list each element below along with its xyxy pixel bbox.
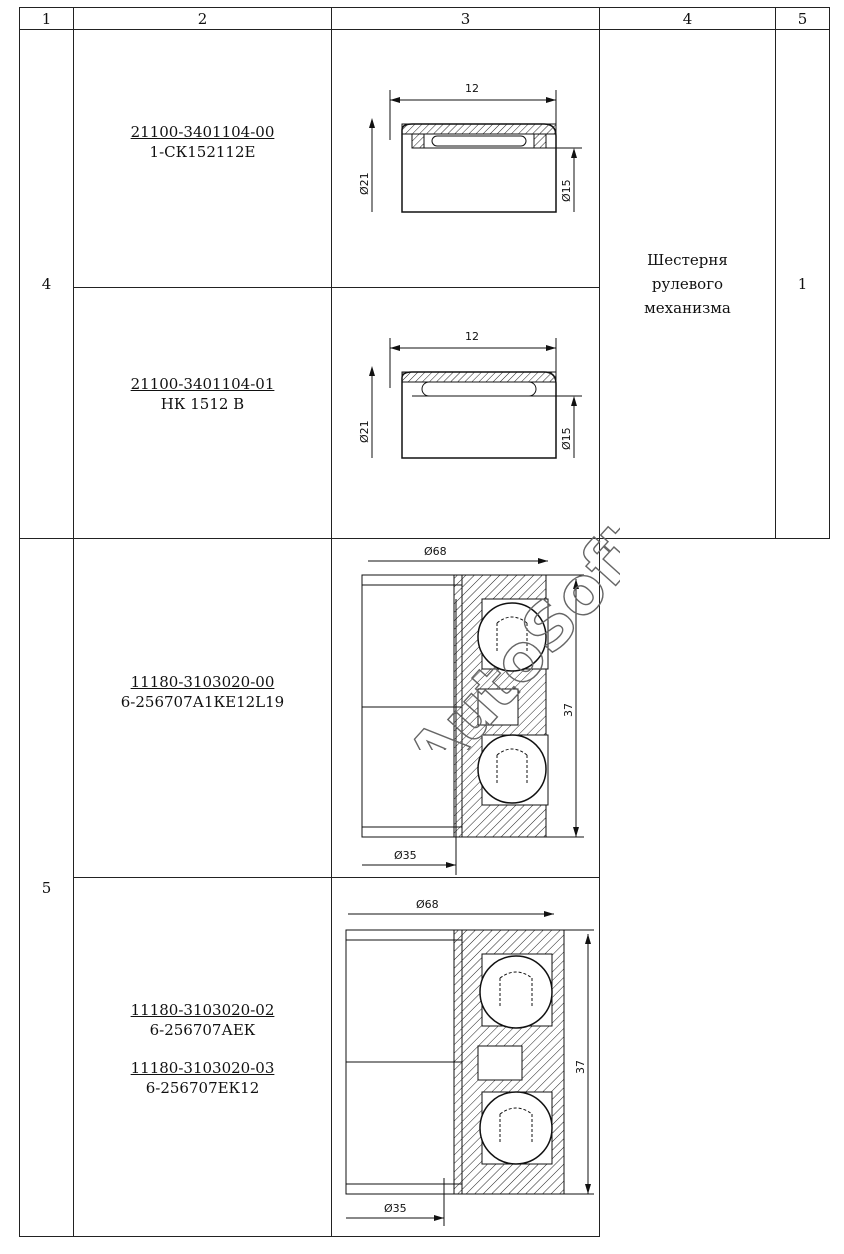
bearing-drawing-cell: Ø68 37 Ø35	[331, 538, 600, 878]
needle-bearing-drawing: 12 Ø21 Ø15	[358, 82, 582, 213]
table-row: 5 11180-3103020-00 6-256707А1КЕ12L19 Ø68	[19, 538, 830, 1237]
header-col-4: 4	[599, 7, 776, 30]
part-number: 21100-3401104-00	[130, 123, 275, 141]
dimension-inner-diameter: Ø35	[394, 849, 417, 862]
bearing-spec-table: 1 2 3 4 5 4 21100-3401104-00 1-СК152112Е…	[19, 7, 830, 1237]
dimension-outer-diameter: Ø21	[358, 172, 371, 195]
part-quantity: 1	[775, 29, 830, 539]
part-code-cell: 21100-3401104-00 1-СК152112Е	[73, 29, 332, 288]
bearing-drawing-cell: 12 Ø21 Ø15	[331, 29, 600, 288]
part-number: 11180-3103020-00	[130, 673, 275, 691]
hub-bearing-drawing: Ø68 37 Ø35	[345, 898, 594, 1226]
part-code-cell: 11180-3103020-00 6-256707А1КЕ12L19	[73, 538, 332, 878]
dimension-outer-diameter: Ø68	[416, 898, 439, 911]
dimension-inner-diameter: Ø15	[560, 179, 573, 202]
part-code-cell: 21100-3401104-01 НК 1512 В	[73, 287, 332, 539]
dimension-inner-diameter: Ø15	[560, 427, 573, 450]
part-number: 11180-3103020-02	[130, 1001, 275, 1019]
dimension-width: 37	[562, 703, 575, 717]
part-description: Шестерня рулевого механизма	[599, 29, 776, 539]
dimension-length: 12	[465, 330, 479, 343]
bearing-designation: 1-СК152112Е	[149, 143, 256, 161]
group-number: 4	[19, 29, 74, 539]
table-row: 21100-3401104-01 НК 1512 В 12 Ø21 Ø15	[20, 287, 830, 539]
header-col-2: 2	[73, 7, 332, 30]
bearing-designation: 6-256707АЕК	[149, 1021, 256, 1039]
dimension-inner-diameter: Ø35	[384, 1202, 407, 1215]
bearing-designation: НК 1512 В	[160, 395, 245, 413]
bearing-designation: 6-256707А1КЕ12L19	[120, 693, 285, 711]
part-number: 11180-3103020-03	[130, 1059, 275, 1077]
needle-bearing-drawing: 12 Ø21 Ø15	[358, 330, 582, 459]
table-row: 11180-3103020-02 6-256707АЕК 11180-31030…	[20, 877, 830, 1237]
group-number: 5	[19, 538, 74, 1237]
bearing-drawing-cell: Ø68 37 Ø35	[331, 877, 600, 1237]
header-col-5: 5	[775, 7, 830, 30]
table-row: 4 21100-3401104-00 1-СК152112Е 12	[19, 29, 830, 539]
header-col-3: 3	[331, 7, 600, 30]
part-code-cell: 11180-3103020-02 6-256707АЕК 11180-31030…	[73, 877, 332, 1237]
dimension-outer-diameter: Ø21	[358, 420, 371, 443]
bearing-designation: 6-256707ЕК12	[145, 1079, 260, 1097]
header-row: 1 2 3 4 5	[19, 7, 830, 30]
part-number: 21100-3401104-01	[130, 375, 275, 393]
hub-bearing-drawing: Ø68 37 Ø35	[361, 545, 584, 875]
dimension-length: 12	[465, 82, 479, 95]
bearing-drawing-cell: 12 Ø21 Ø15	[331, 287, 600, 539]
dimension-outer-diameter: Ø68	[424, 545, 447, 558]
dimension-width: 37	[574, 1060, 587, 1074]
header-col-1: 1	[19, 7, 74, 30]
